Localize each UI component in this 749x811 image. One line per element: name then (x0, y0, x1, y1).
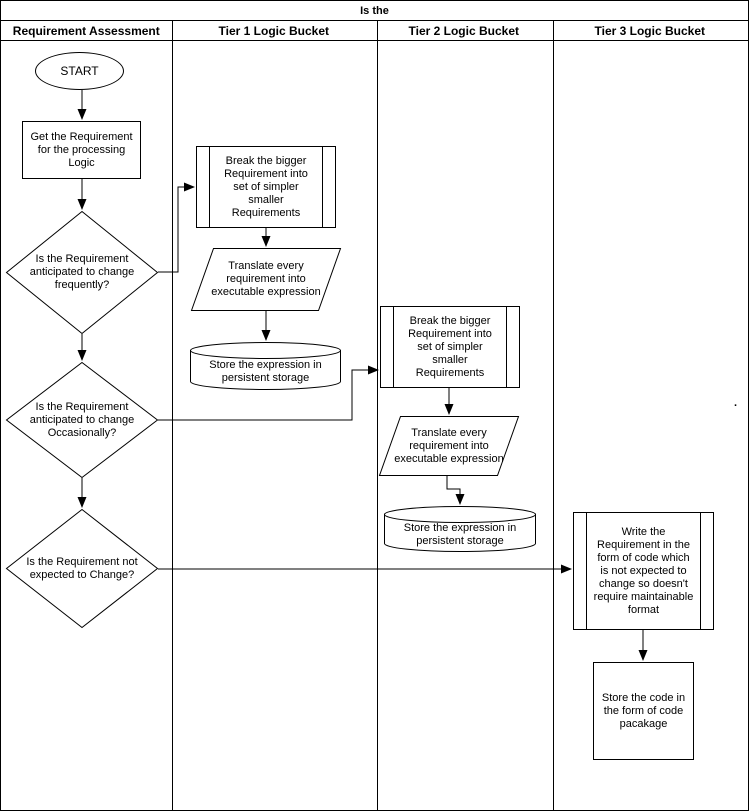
lane-header-tier1: Tier 1 Logic Bucket (218, 23, 330, 38)
lane-header-row: Requirement Assessment Tier 1 Logic Buck… (1, 21, 748, 41)
tier3-store-code-label: Store the code in the form of code pacak… (601, 691, 686, 730)
tier1-break-requirement: Break the bigger Requirement into set of… (196, 146, 336, 228)
predefined-bar (506, 307, 507, 387)
connector-arrow (446, 476, 465, 505)
lane-divider (553, 21, 554, 810)
predefined-bar (209, 147, 210, 227)
process-get-requirement-label: Get the Requirement for the processing L… (30, 130, 133, 169)
tier2-store-database: Store the expression in persistent stora… (384, 506, 536, 552)
lane-divider (377, 21, 378, 810)
predefined-bar (586, 513, 587, 629)
predefined-bar (700, 513, 701, 629)
start-label: START (60, 64, 99, 78)
connector-arrow (158, 182, 195, 273)
predefined-bar (393, 307, 394, 387)
decision-change-frequently: Is the Requirement anticipated to change… (5, 210, 159, 335)
tier2-break-requirement: Break the bigger Requirement into set of… (380, 306, 520, 388)
lane-header-tier3: Tier 3 Logic Bucket (594, 23, 705, 38)
decision-change-occasionally: Is the Requirement anticipated to change… (5, 361, 159, 479)
diagram-title-text: Is the (360, 4, 389, 17)
decision-not-expected-to-change: Is the Requirement not expected to Chang… (5, 508, 159, 629)
lane-header-tier2: Tier 2 Logic Bucket (408, 23, 519, 38)
stray-dot: . (734, 397, 738, 409)
tier1-translate-parallelogram: Translate every requirement into executa… (190, 248, 342, 311)
predefined-bar (322, 147, 323, 227)
tier3-write-code: Write the Requirement in the form of cod… (573, 512, 714, 630)
lane-divider (172, 21, 173, 810)
tier2-break-requirement-label: Break the bigger Requirement into set of… (408, 314, 492, 379)
tier1-break-requirement-label: Break the bigger Requirement into set of… (224, 154, 308, 219)
tier3-write-code-label: Write the Requirement in the form of cod… (593, 525, 694, 616)
tier3-store-code: Store the code in the form of code pacak… (593, 662, 694, 760)
tier1-store-database: Store the expression in persistent stora… (190, 342, 341, 390)
start-terminator: START (35, 52, 124, 90)
process-get-requirement: Get the Requirement for the processing L… (22, 121, 141, 179)
lane-header-requirement-assessment: Requirement Assessment (12, 23, 160, 38)
tier2-translate-parallelogram: Translate every requirement into executa… (378, 416, 520, 476)
diagram-title: Is the (1, 1, 748, 21)
